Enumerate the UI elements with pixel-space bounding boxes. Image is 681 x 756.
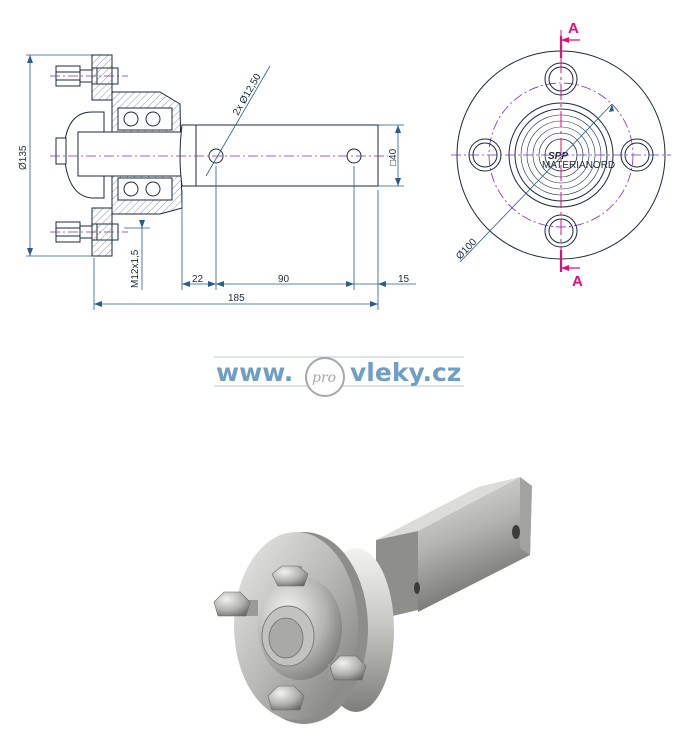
side-view [55, 54, 379, 257]
render-shaft-hole-2 [414, 582, 420, 594]
cap-logo-sub: MATERIANORD [542, 160, 615, 171]
side-centerlines [50, 75, 388, 233]
watermark-prefix: www. [216, 358, 293, 387]
bearing-upper [117, 107, 173, 131]
render-nut-left [213, 591, 258, 617]
dim-90: 90 [278, 274, 290, 285]
render-nut-right [328, 655, 367, 681]
front-dimension-arrow [609, 104, 614, 112]
watermark-logo-text: pro [312, 370, 336, 386]
front-dimension-lines [459, 103, 613, 263]
dim-holes: 2x Ø12,50 [231, 72, 264, 118]
dim-22: 22 [192, 274, 204, 285]
section-label-top: A [568, 20, 579, 37]
square-shaft [179, 124, 379, 187]
render-shaft-hole-1 [512, 525, 520, 539]
dim-thread: M12x1,5 [130, 249, 141, 288]
section-label-bottom: A [572, 273, 583, 290]
watermark-logo-circle [305, 357, 345, 397]
render-nut-bottom [267, 685, 306, 711]
spindle [77, 131, 183, 177]
cap-logo-main: SPP [548, 151, 568, 162]
dim-bolt-circle: Ø100 [454, 237, 479, 263]
dim-185: 185 [228, 293, 245, 304]
bearing-lower [117, 177, 173, 201]
side-dimension-arrows [27, 55, 401, 307]
dim-square: □40 [388, 148, 399, 166]
section-line [559, 30, 580, 272]
watermark-suffix: vleky.cz [350, 358, 461, 387]
render-shaft-top [376, 477, 520, 540]
hub-3d-render [213, 477, 532, 724]
render-nut-top [271, 565, 309, 587]
watermark: www. pro vleky.cz [214, 356, 464, 397]
render-shaft-front [418, 477, 532, 612]
axle-nut [55, 137, 67, 165]
dim-15: 15 [398, 274, 410, 285]
dim-flange-diameter: Ø135 [18, 145, 29, 170]
